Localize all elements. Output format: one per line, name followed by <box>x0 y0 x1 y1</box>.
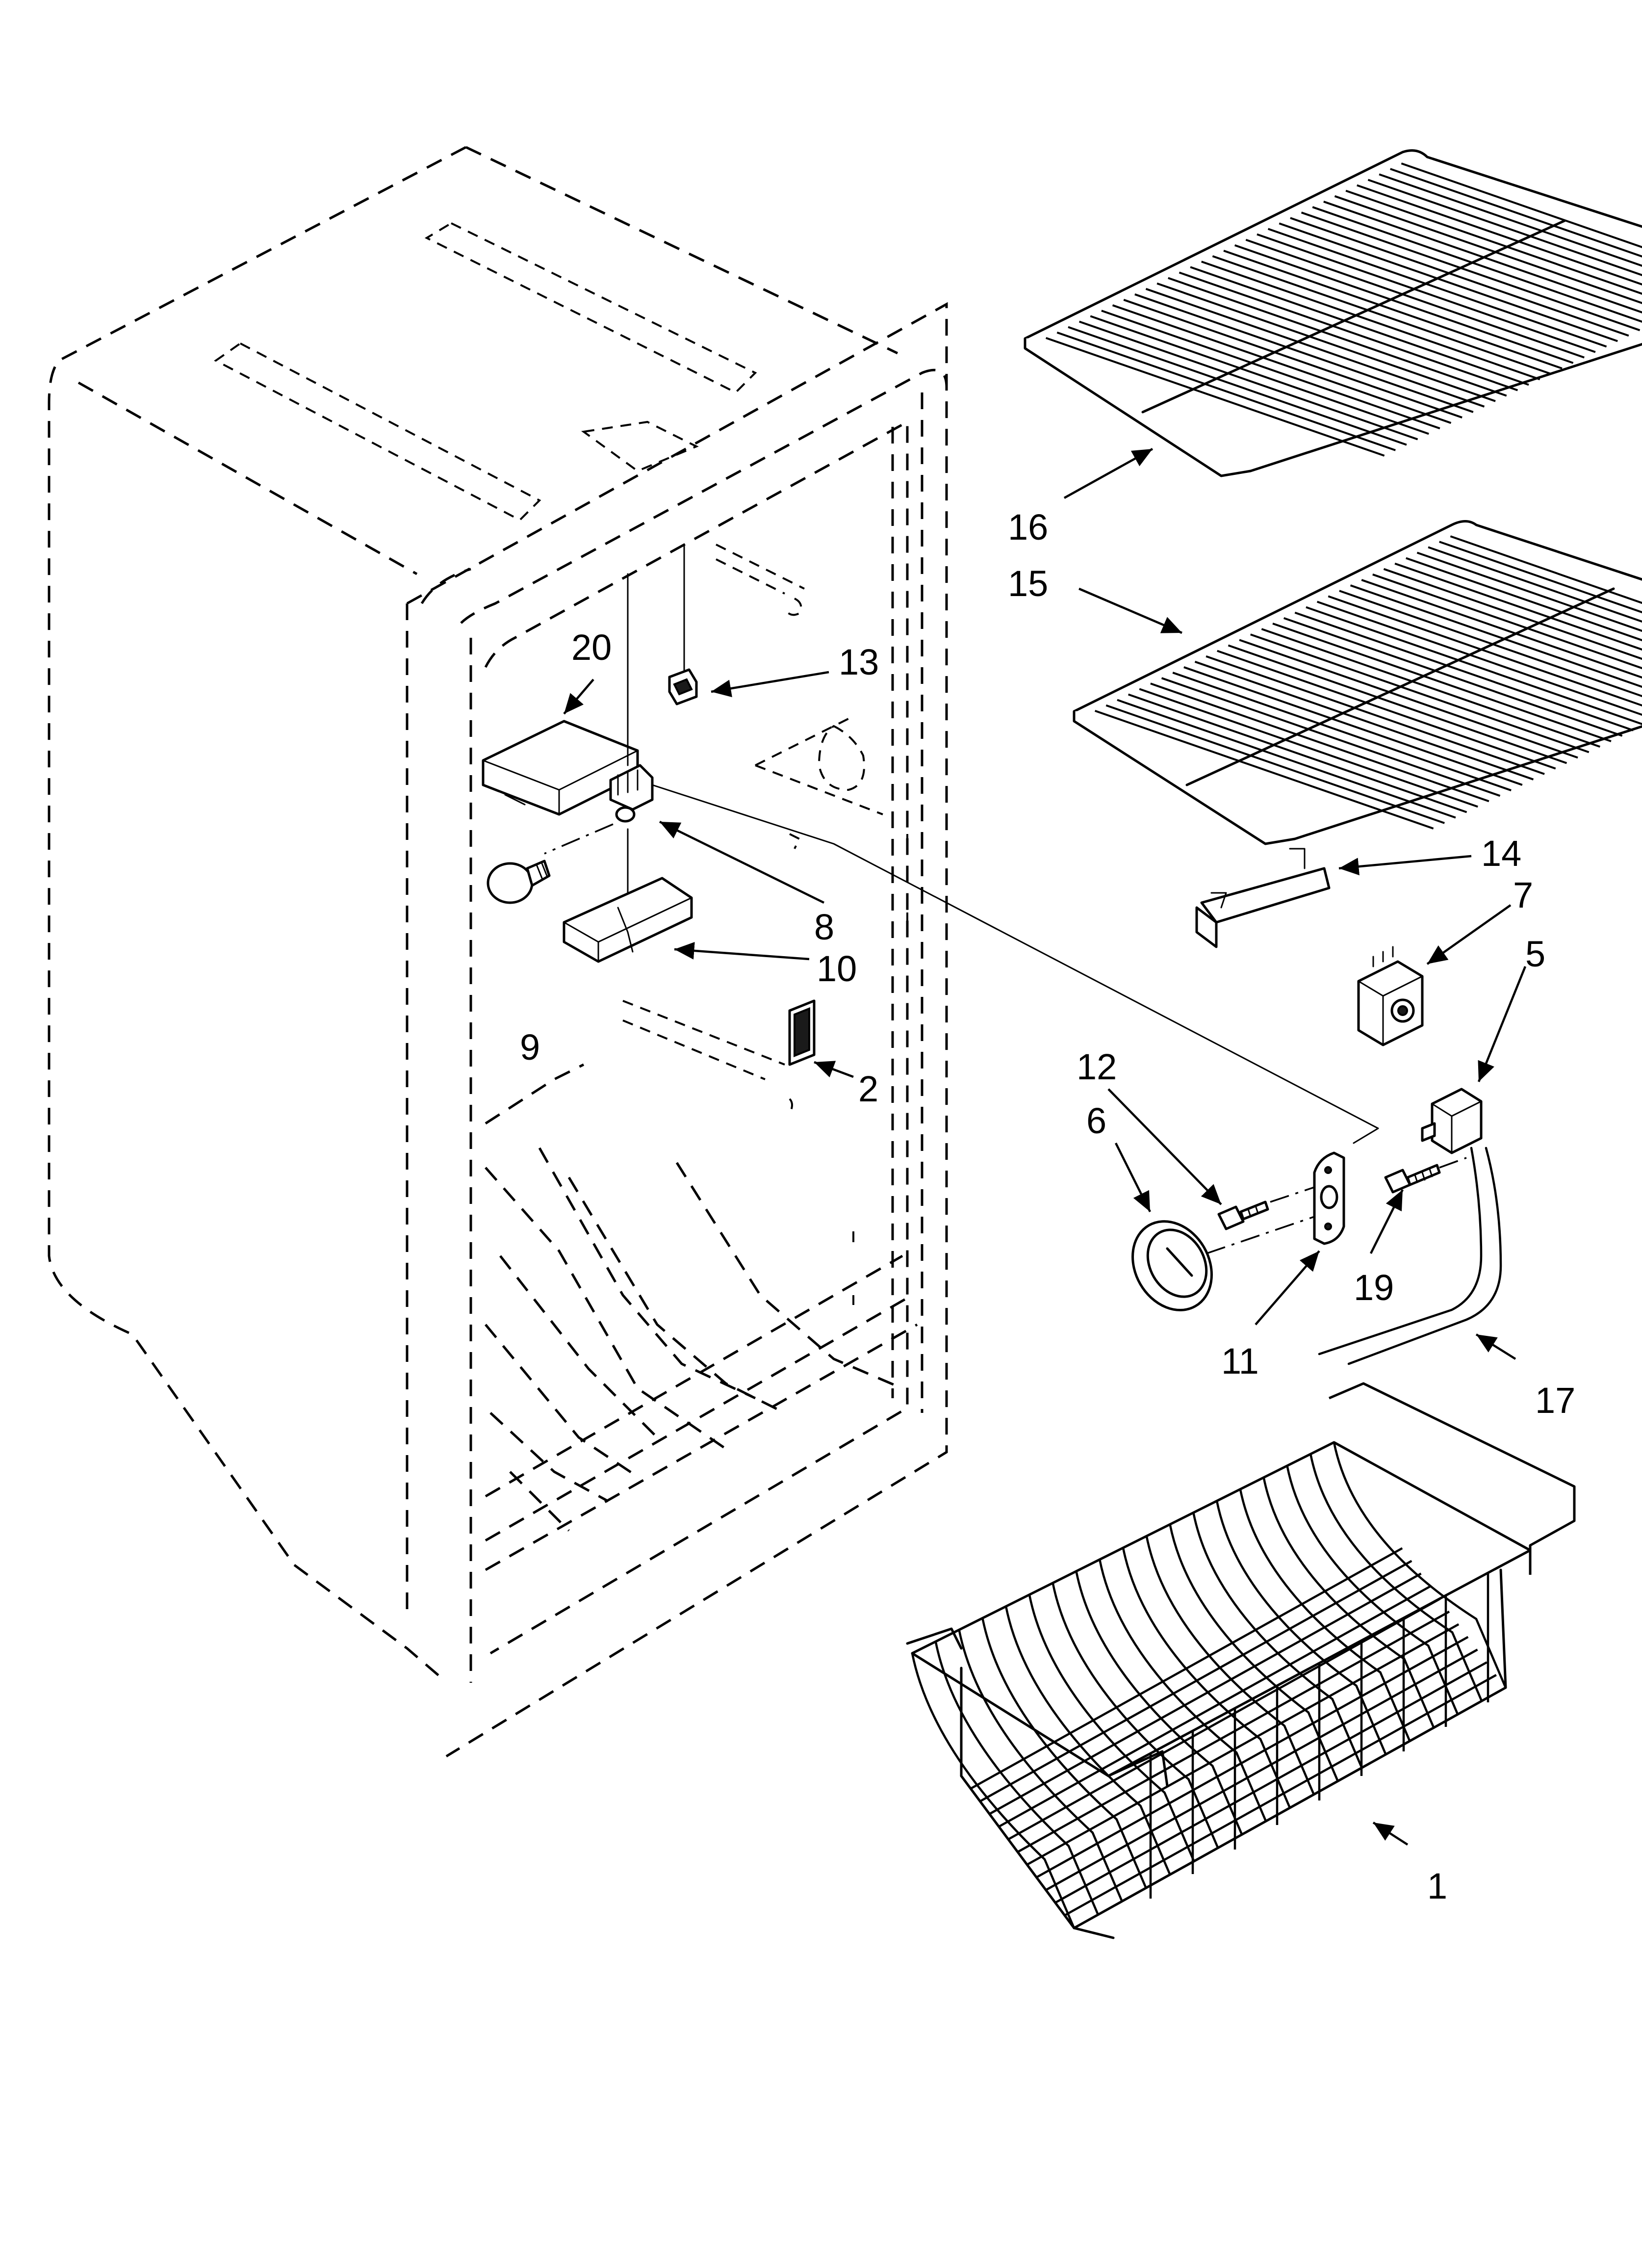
callout-9: 9 <box>520 1027 540 1068</box>
callout-13: 13 <box>839 642 879 682</box>
part-15-lower-shelf <box>1073 520 1642 845</box>
part-16-upper-shelf <box>1024 149 1642 477</box>
callout-15: 15 <box>1008 563 1048 604</box>
part-1-basket <box>906 1382 1576 1939</box>
callout-14: 14 <box>1481 833 1521 874</box>
part-10-bracket <box>563 828 693 963</box>
callout-1: 1 <box>1427 1866 1447 1906</box>
callout-8: 8 <box>814 907 834 947</box>
part-19-screw <box>1384 1157 1467 1194</box>
callout-16: 16 <box>1008 507 1048 547</box>
callout-19: 19 <box>1354 1267 1394 1308</box>
callout-20: 20 <box>571 627 612 668</box>
callout-2: 2 <box>858 1069 878 1109</box>
part-12-screw <box>1217 1186 1315 1230</box>
callout-17: 17 <box>1535 1380 1575 1421</box>
part-17-capillary-tube <box>1318 1147 1502 1365</box>
callout-7: 7 <box>1513 875 1533 915</box>
part-14-shelf-bracket <box>1195 848 1331 948</box>
part-11-mounting-plate <box>1313 1151 1345 1245</box>
part-7-thermostat <box>1357 946 1424 1046</box>
part-2-label <box>788 999 816 1066</box>
callout-12: 12 <box>1077 1046 1117 1087</box>
callout-5: 5 <box>1525 934 1545 974</box>
part-5-control <box>1421 1088 1483 1154</box>
callout-10: 10 <box>817 948 857 989</box>
callout-6: 6 <box>1086 1100 1106 1141</box>
leader-lines <box>563 448 1527 1846</box>
part-9-light-bulb <box>487 823 614 904</box>
callout-labels: 16 15 20 13 14 7 5 8 10 9 2 12 6 19 11 1… <box>520 507 1575 1906</box>
lamp-wire <box>651 784 1379 1144</box>
part-8-lamp-socket <box>609 573 654 823</box>
cabinet-outline <box>48 146 948 1758</box>
part-13-switch <box>668 544 698 705</box>
callout-11: 11 <box>1221 1341 1259 1382</box>
part-6-knob <box>1131 1216 1315 1311</box>
